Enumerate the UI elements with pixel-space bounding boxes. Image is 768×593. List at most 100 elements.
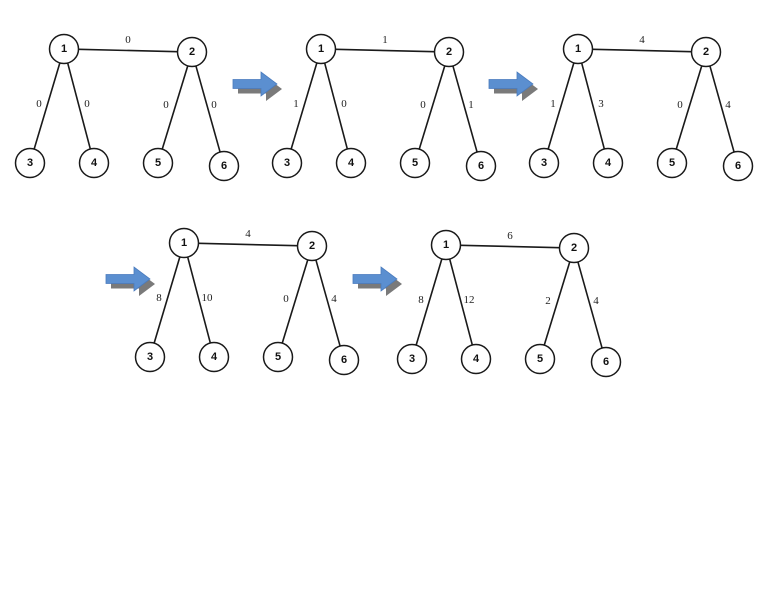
tree-node-6: 6 [208, 150, 240, 182]
edge-2-6 [315, 259, 341, 347]
node-circle [198, 341, 230, 373]
tree-node-2: 2 [433, 36, 465, 68]
tree-node-1: 1 [562, 33, 594, 65]
node-label: 3 [284, 157, 290, 169]
node-label: 2 [309, 240, 315, 252]
node-label: 1 [443, 239, 449, 251]
edge-weight-label: 4 [245, 228, 251, 240]
node-circle [134, 341, 166, 373]
right-arrow-icon [105, 266, 155, 296]
edge-2-6 [577, 261, 603, 349]
node-label: 6 [221, 160, 227, 172]
tree-node-1: 1 [168, 227, 200, 259]
edge-weight-label: 1 [293, 98, 299, 110]
node-label: 4 [91, 157, 98, 169]
edge-weight-label: 0 [163, 99, 169, 111]
edge-weight-label: 4 [725, 99, 731, 111]
node-label: 4 [605, 157, 612, 169]
tree-node-2: 2 [690, 36, 722, 68]
edge-1-2 [78, 48, 178, 53]
tree-node-5: 5 [524, 343, 556, 375]
node-circle [396, 343, 428, 375]
node-circle [335, 147, 367, 179]
node-circle [590, 346, 622, 378]
edge-1-3 [547, 62, 575, 150]
node-label: 1 [575, 43, 581, 55]
node-label: 2 [189, 46, 195, 58]
tree-node-4: 4 [335, 147, 367, 179]
node-circle [305, 33, 337, 65]
tree-node-1: 1 [305, 33, 337, 65]
stage-1: 0 0 0 0 0 1 2 3 4 5 6 [14, 33, 240, 182]
tree-node-4: 4 [592, 147, 624, 179]
edge-weight-label: 0 [36, 98, 42, 110]
node-label: 1 [318, 43, 324, 55]
tree-node-5: 5 [262, 341, 294, 373]
node-label: 6 [603, 356, 609, 368]
arrow-body [105, 266, 151, 292]
node-circle [48, 33, 80, 65]
edge-weight-label: 0 [211, 99, 217, 111]
node-circle [558, 232, 590, 264]
node-circle [399, 147, 431, 179]
node-label: 2 [446, 46, 452, 58]
tree-node-3: 3 [14, 147, 46, 179]
node-label: 4 [211, 351, 218, 363]
tree-node-3: 3 [528, 147, 560, 179]
edge-weight-label: 6 [507, 230, 513, 242]
edge-1-4 [186, 256, 212, 344]
node-circle [722, 150, 754, 182]
edge-weight-label: 0 [677, 99, 683, 111]
edge-1-2 [198, 242, 298, 247]
node-label: 1 [61, 43, 67, 55]
edge-weight-label: 12 [464, 294, 475, 306]
edge-weight-label: 1 [382, 34, 388, 46]
node-circle [296, 230, 328, 262]
edge-weight-label: 4 [639, 34, 645, 46]
node-label: 4 [473, 353, 480, 365]
tree-node-4: 4 [78, 147, 110, 179]
tree-node-2: 2 [558, 232, 590, 264]
node-label: 1 [181, 237, 187, 249]
edge-2-6 [195, 65, 221, 153]
edge-weight-label: 10 [202, 292, 214, 304]
node-label: 2 [703, 46, 709, 58]
edge-weight-label: 4 [593, 295, 599, 307]
right-arrow-icon [352, 266, 402, 296]
node-label: 5 [537, 353, 543, 365]
tree-node-6: 6 [328, 344, 360, 376]
edge-weight-label: 0 [420, 99, 426, 111]
edge-2-5 [543, 261, 571, 346]
tree-node-4: 4 [460, 343, 492, 375]
tree-node-1: 1 [48, 33, 80, 65]
tree-node-6: 6 [465, 150, 497, 182]
node-circle [142, 147, 174, 179]
tree-node-4: 4 [198, 341, 230, 373]
node-circle [208, 150, 240, 182]
tree-node-6: 6 [590, 346, 622, 378]
node-label: 5 [155, 157, 161, 169]
tree-node-2: 2 [296, 230, 328, 262]
node-circle [592, 147, 624, 179]
edge-weight-label: 0 [125, 34, 131, 46]
edge-1-4 [66, 62, 92, 150]
node-label: 6 [735, 160, 741, 172]
edge-weight-label: 2 [545, 295, 551, 307]
edge-1-4 [323, 62, 349, 150]
node-label: 5 [669, 157, 675, 169]
node-circle [262, 341, 294, 373]
node-circle [690, 36, 722, 68]
tree-node-3: 3 [271, 147, 303, 179]
edge-2-5 [161, 65, 189, 150]
node-label: 3 [541, 157, 547, 169]
right-arrow-icon [488, 71, 538, 101]
edge-weight-label: 8 [156, 292, 162, 304]
edge-1-3 [33, 62, 61, 150]
node-circle [168, 227, 200, 259]
edge-weight-label: 0 [84, 98, 90, 110]
node-circle [528, 147, 560, 179]
edge-weight-label: 8 [418, 294, 424, 306]
